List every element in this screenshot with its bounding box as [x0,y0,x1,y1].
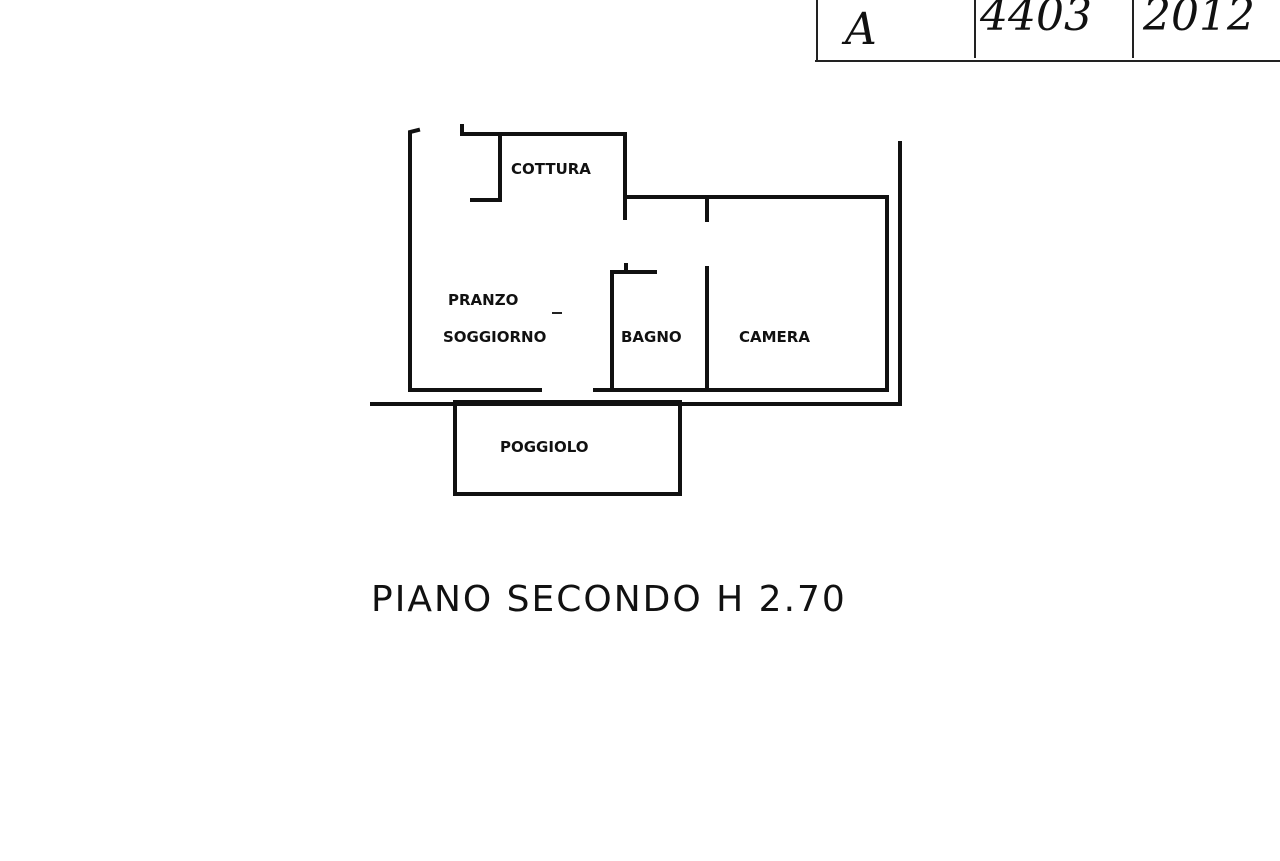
room-label-cottura: COTTURA [511,160,591,178]
stamp-cell-1: A [841,4,877,55]
walls [370,124,902,496]
room-label-soggiorno: SOGGIORNO [443,328,546,346]
floor-caption: PIANO SECONDO H 2.70 [371,579,847,620]
stamp-table: A 4403 2012 [815,0,1280,62]
room-label-camera: CAMERA [739,328,810,346]
stamp-cell-2: 4403 [979,0,1092,41]
stamp-cell-3: 2012 [1142,0,1255,41]
room-label-pranzo: PRANZO [448,291,518,309]
room-label-bagno: BAGNO [621,328,682,346]
room-label-poggiolo: POGGIOLO [500,438,588,456]
balcony-outline [453,400,682,496]
